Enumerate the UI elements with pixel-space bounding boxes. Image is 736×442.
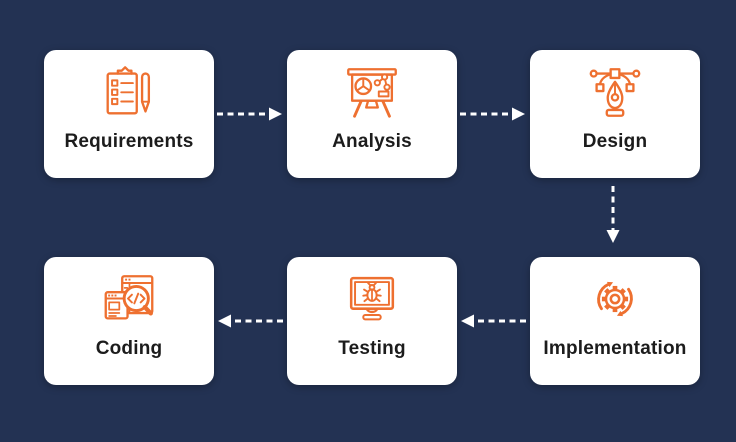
step-card-design: Design — [530, 50, 700, 178]
step-label-coding: Coding — [95, 338, 163, 359]
arrow-design-to-implementation — [606, 186, 620, 243]
step-card-analysis: Analysis — [287, 50, 457, 178]
code-search-windows-icon — [104, 275, 154, 320]
presentation-chart-icon — [347, 68, 397, 118]
step-card-requirements: Requirements — [44, 50, 214, 178]
step-label-testing: Testing — [338, 338, 406, 359]
step-label-requirements: Requirements — [64, 131, 194, 152]
step-label-design: Design — [582, 131, 648, 152]
pen-tool-bezier-icon — [589, 68, 641, 117]
gear-sync-arrows-icon — [597, 281, 633, 317]
step-card-testing: Testing — [287, 257, 457, 385]
step-card-coding: Coding — [44, 257, 214, 385]
step-card-implementation: Implementation — [530, 257, 700, 385]
arrow-requirements-to-analysis — [217, 107, 282, 121]
clipboard-checklist-icon — [106, 66, 151, 115]
step-label-analysis: Analysis — [332, 131, 412, 152]
step-label-implementation: Implementation — [543, 338, 687, 359]
arrow-testing-to-coding — [218, 314, 283, 328]
arrow-implementation-to-testing — [461, 314, 526, 328]
arrow-analysis-to-design — [460, 107, 525, 121]
bug-monitor-icon — [349, 276, 395, 321]
